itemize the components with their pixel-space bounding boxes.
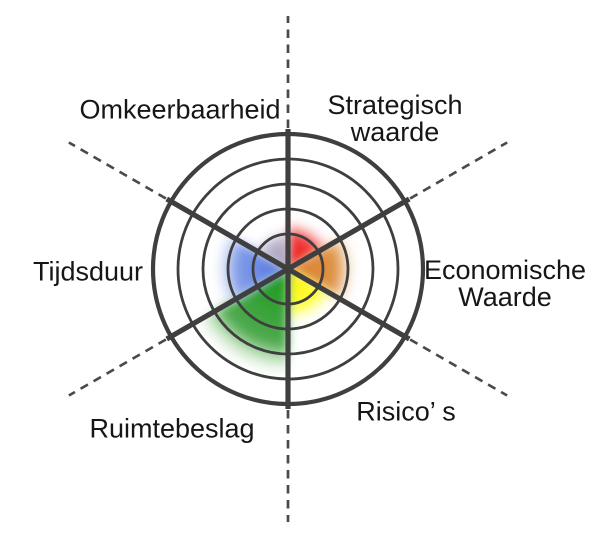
label-risicos: Risico’ s <box>356 396 456 427</box>
label-tijdsduur: Tijdsduur <box>32 256 144 287</box>
dashed-axis-30 <box>409 141 508 200</box>
spoke-210 <box>165 266 290 342</box>
dashed-axis-210 <box>68 338 167 397</box>
wedge-1 <box>288 236 354 302</box>
wedge-0 <box>288 222 329 269</box>
label-ruimtebeslag: Ruimtebeslag <box>89 413 255 444</box>
label-economische-waarde: Economische Waarde <box>423 255 587 312</box>
spoke-150 <box>165 196 290 272</box>
spoke-330 <box>286 266 411 342</box>
label-strategisch-waarde: Strategisch waarde <box>327 90 463 147</box>
dashed-axis-330 <box>409 338 508 397</box>
dashed-axes <box>68 16 508 522</box>
spoke-30 <box>286 196 411 272</box>
spokes <box>165 129 411 409</box>
dashed-axis-150 <box>68 141 167 200</box>
wedge-5 <box>254 230 288 269</box>
label-omkeerbaarheid: Omkeerbaarheid <box>79 94 281 125</box>
